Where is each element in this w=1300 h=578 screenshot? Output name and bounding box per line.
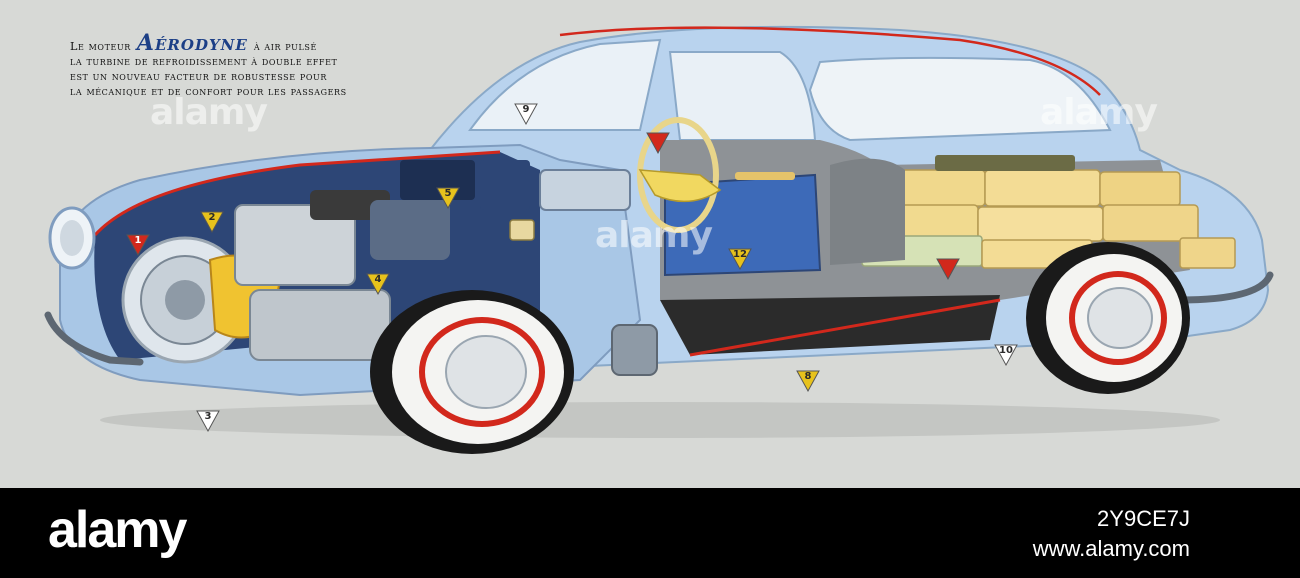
part-marker-label: 3 [205, 411, 212, 422]
engine-block [234, 204, 356, 286]
rear-side-window [808, 56, 1112, 142]
part-marker [994, 344, 1018, 367]
luggage-bag [935, 155, 1075, 171]
part-marker [126, 234, 150, 257]
front-bumper [44, 311, 144, 366]
engine-ducting [370, 200, 450, 260]
watermark: alamy [150, 92, 268, 133]
watermark: alamy [595, 215, 713, 256]
part-marker [514, 103, 538, 126]
rear-rim-stripe [1069, 271, 1167, 365]
dashboard-panel [400, 160, 475, 200]
part-marker-label: 1 [135, 235, 142, 246]
part-marker [196, 410, 220, 433]
steering-wheel [637, 117, 719, 233]
ground-shadow [100, 402, 1220, 438]
caption-title-line: Le moteur Aérodyne à air pulsé [70, 30, 400, 56]
caption-line: la mécanique et de confort pour les pass… [70, 85, 347, 98]
watermark: alamy [1040, 92, 1158, 133]
caption-suffix: à air pulsé [253, 40, 317, 53]
steering-column [638, 169, 722, 203]
floor-section-line [689, 298, 1001, 357]
luggage-case [1102, 204, 1199, 242]
brand-name: Aérodyne [136, 30, 248, 56]
site-url: www.alamy.com [1032, 536, 1190, 561]
rear-hubcap [1087, 287, 1153, 349]
part-marker [436, 187, 460, 210]
caption-line: la turbine de refroidissement à double e… [70, 55, 338, 68]
dashboard-vent [480, 160, 530, 210]
front-door-window [668, 51, 817, 141]
part-marker [936, 258, 960, 281]
alamy-logo: alamy [48, 501, 187, 559]
caption-prefix: Le moteur [70, 40, 131, 53]
luggage-case [977, 206, 1104, 242]
part-marker [200, 211, 224, 234]
luggage-case [984, 169, 1101, 207]
part-marker-label: 9 [523, 104, 530, 115]
front-hubcap [445, 335, 527, 409]
front-rim-stripe [419, 317, 545, 427]
front-seat [830, 158, 905, 265]
cabin-floor [660, 295, 1000, 355]
part-marker-label: 4 [375, 274, 382, 285]
fuel-cap [509, 219, 535, 241]
caption: Le moteur Aérodyne à air pulsé la turbin… [70, 30, 400, 99]
footer-bar: alamy 2Y9CE7J www.alamy.com [0, 488, 1300, 578]
roof-section-line [559, 26, 1101, 96]
part-marker-label: 5 [445, 188, 452, 199]
door-handle [735, 172, 795, 180]
part-marker-label: 12 [733, 249, 747, 260]
part-marker [646, 132, 670, 155]
part-marker [796, 370, 820, 393]
air-outlet [611, 324, 658, 376]
part-marker-label: 2 [209, 212, 216, 223]
rear-bumper [1176, 271, 1274, 304]
part-marker-label: 8 [805, 371, 812, 382]
gearbox [249, 289, 391, 361]
caption-line: est un nouveau facteur de robustesse pou… [70, 70, 327, 83]
part-marker [366, 273, 390, 296]
luggage-case [1179, 237, 1236, 269]
part-marker-label: 10 [999, 345, 1013, 356]
luggage-case [1099, 171, 1181, 207]
headlight-lens [60, 220, 84, 256]
dashboard-gauges [539, 169, 631, 211]
turbine-hub [165, 280, 205, 320]
part-marker [728, 248, 752, 271]
image-id: 2Y9CE7J [1097, 506, 1190, 531]
body-section-line [93, 150, 501, 237]
